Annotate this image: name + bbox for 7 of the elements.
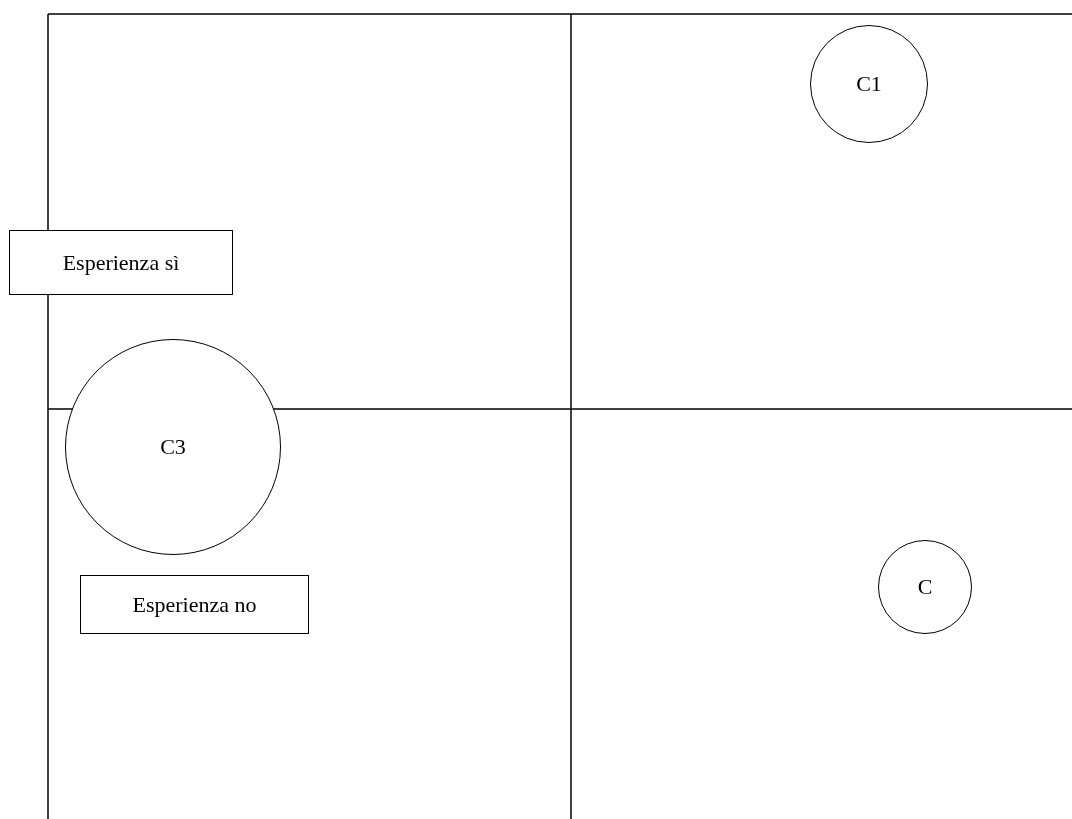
label-box: [9, 230, 233, 295]
node-label: Esperienza sì: [62, 249, 180, 276]
node-label: Esperienza no: [132, 591, 257, 618]
node-label: C1: [856, 71, 882, 97]
node-label: C: [917, 574, 933, 600]
label-box: [80, 575, 309, 634]
node-label: C3: [160, 434, 186, 460]
